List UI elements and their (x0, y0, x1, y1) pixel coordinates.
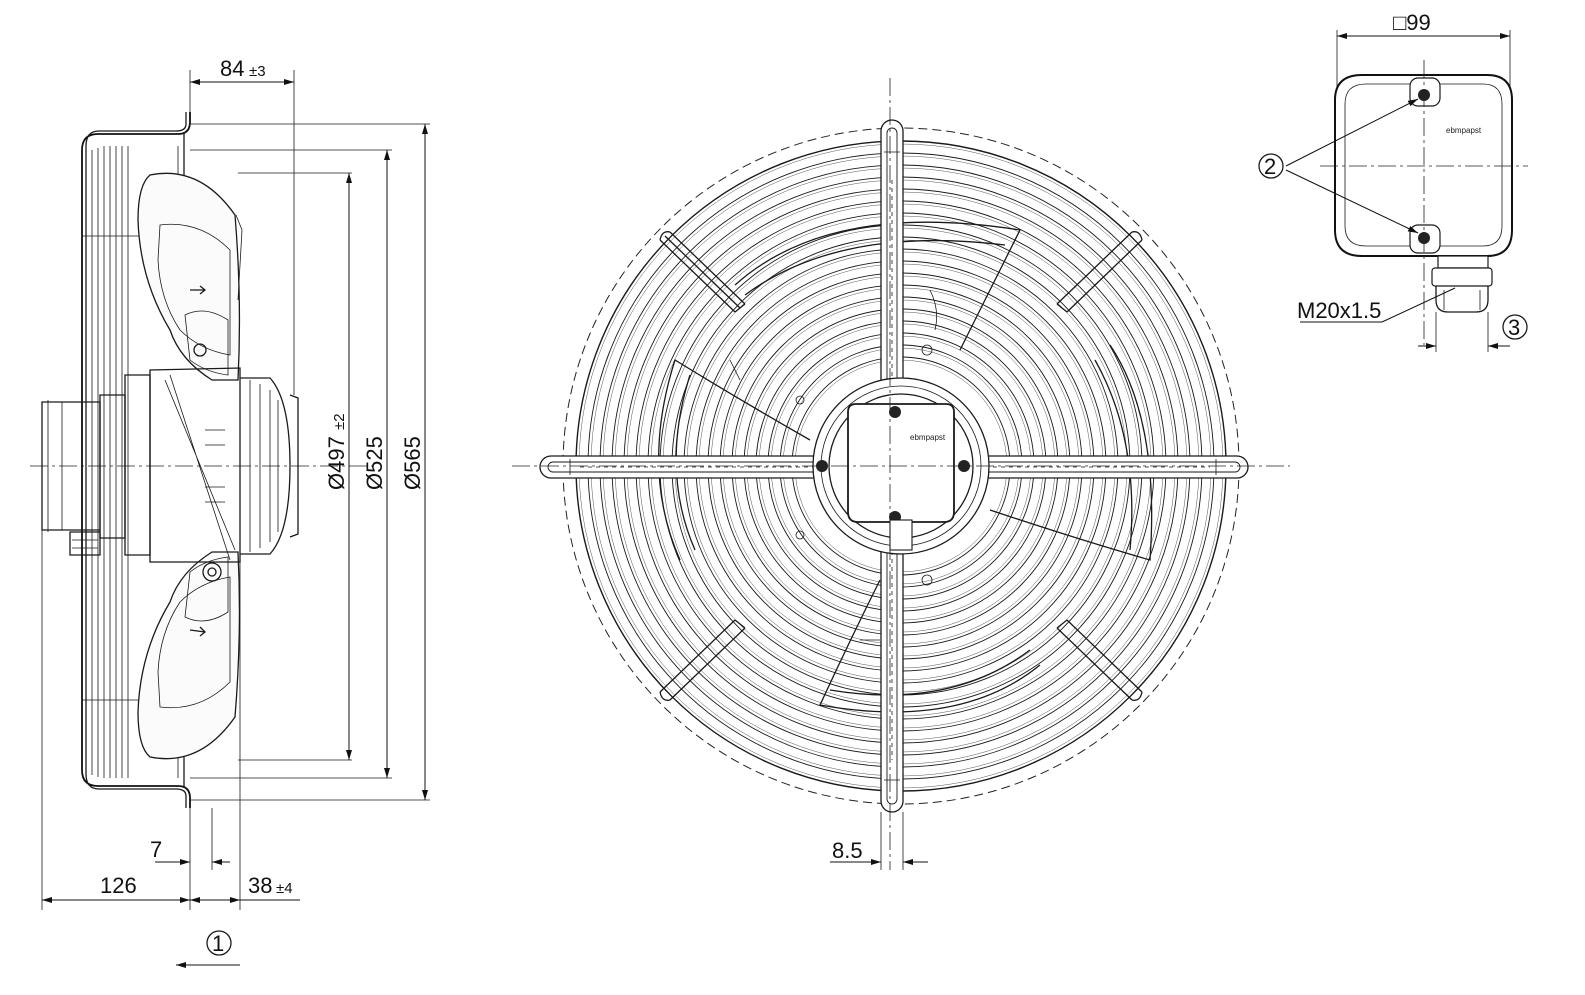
dia-497-label: Ø497 (324, 436, 349, 490)
callout-2-leader-top (1285, 98, 1419, 167)
dia-497-tolerance: ±2 (331, 413, 348, 430)
dim-7-label: 7 (150, 837, 162, 862)
box-brand-label: ebmpapst (1446, 126, 1482, 135)
thread-leader (1381, 287, 1456, 323)
dia-565-label: Ø565 (400, 436, 425, 490)
front-view: ebmpapst 8.5 (512, 78, 1290, 870)
hub-front: ebmpapst (795, 344, 990, 586)
callout-3-circle (1502, 314, 1528, 340)
callout-2-leader-bottom (1285, 169, 1419, 234)
callout-2-circle (1258, 153, 1284, 179)
front-terminal-box (847, 403, 955, 523)
blade-lower-side (137, 551, 241, 760)
motor-side (41, 367, 299, 563)
terminal-box-detail: □99 ebmpapst 2 M20x1.5 3 (1258, 10, 1528, 352)
cable-gland (1431, 255, 1493, 313)
callout-2-label: 2 (1264, 154, 1276, 179)
front-brand-label: ebmpapst (910, 433, 946, 442)
dim-84-tolerance: ±3 (249, 63, 266, 80)
dim-99-label: □99 (1393, 10, 1431, 35)
guard-diagonal-struts (659, 231, 1143, 701)
callout-1-circle (206, 930, 232, 956)
blade-upper-side (137, 172, 243, 381)
dim-8-5-label: 8.5 (832, 838, 863, 863)
callout-1-label: 1 (212, 931, 224, 956)
callout-3-label: 3 (1508, 315, 1520, 340)
dim-84-label: 84 (220, 56, 244, 81)
thread-label: M20x1.5 (1297, 298, 1381, 323)
dim-38-label: 38 (248, 873, 272, 898)
dim-126-label: 126 (100, 873, 137, 898)
dim-38-tolerance: ±4 (276, 880, 293, 897)
dia-525-label: Ø525 (362, 436, 387, 490)
side-view: 84 ±3 Ø497 ±2 Ø525 Ø565 7 126 38 ±4 1 (30, 56, 430, 968)
terminal-box-outline (1334, 74, 1513, 257)
